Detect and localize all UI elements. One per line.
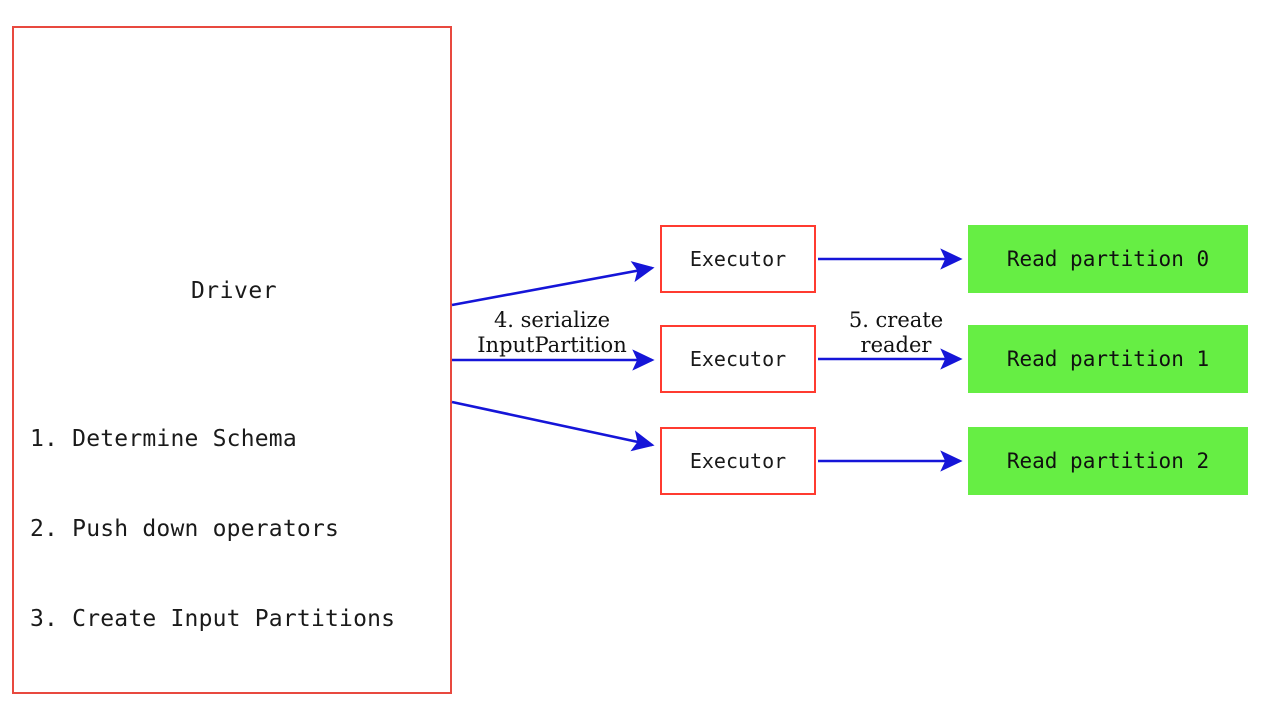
driver-step-1: 1. Determine Schema <box>30 426 297 452</box>
executor-box-2: Executor <box>660 427 816 495</box>
read-partition-box-0: Read partition 0 <box>968 225 1248 293</box>
driver-step-3: 3. Create Input Partitions <box>30 606 396 632</box>
edge-label-create-reader: 5. create reader <box>848 308 944 357</box>
executor-box-0: Executor <box>660 225 816 293</box>
driver-box: Driver 1. Determine Schema 2. Push down … <box>12 26 452 694</box>
read-partition-box-1: Read partition 1 <box>968 325 1248 393</box>
read-partition-box-2: Read partition 2 <box>968 427 1248 495</box>
arrow-driver-to-executor-0 <box>451 261 655 307</box>
driver-steps-list: 1. Determine Schema 2. Push down operato… <box>30 364 454 694</box>
arrow-driver-to-executor-2 <box>451 400 655 452</box>
driver-title: Driver <box>190 278 278 304</box>
edge-label-serialize-inputpartition: 4. serialize InputPartition <box>477 308 627 357</box>
driver-step-2: 2. Push down operators <box>30 516 340 542</box>
executor-box-1: Executor <box>660 325 816 393</box>
